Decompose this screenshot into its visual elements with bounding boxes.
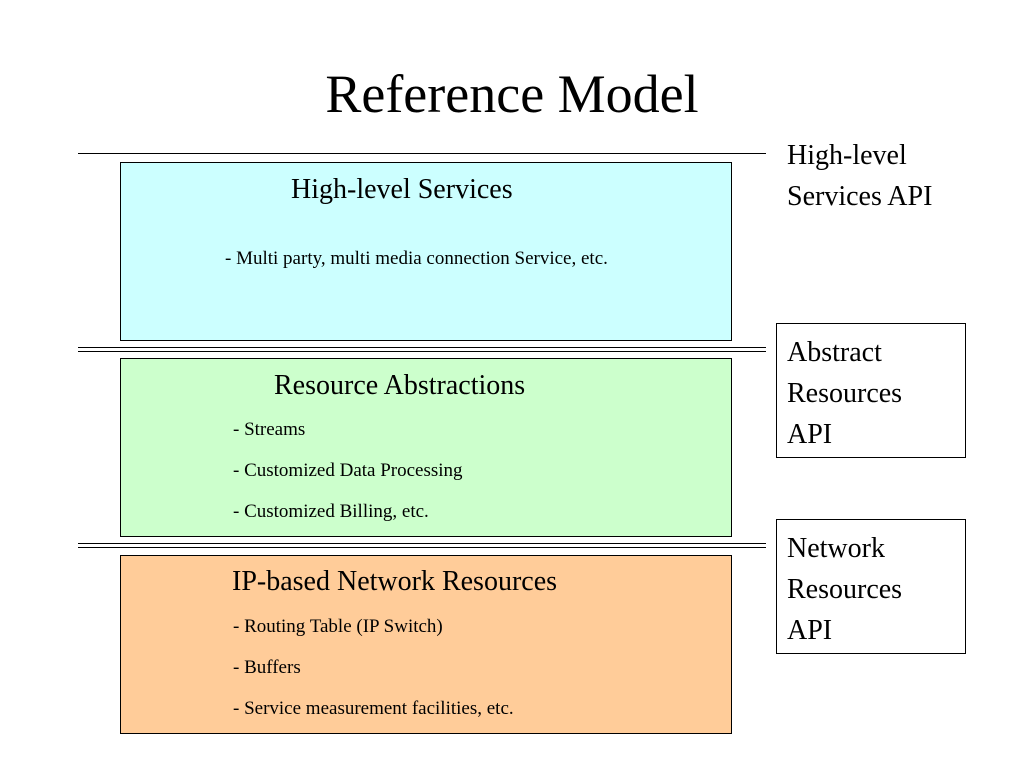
- layer-item: - Buffers: [233, 657, 301, 678]
- layer-network-resources: IP-based Network Resources - Routing Tab…: [120, 555, 732, 734]
- abstract-api-double-line: [78, 347, 766, 352]
- api-label-high-level-services: High-level Services API: [787, 140, 933, 212]
- layer-item: - Customized Data Processing: [233, 460, 463, 481]
- api-label-network-resources: Network Resources API: [787, 533, 903, 646]
- layer-item: - Customized Billing, etc.: [233, 501, 429, 522]
- layer-item: - Multi party, multi media connection Se…: [225, 248, 608, 269]
- layer-high-level-services: High-level Services - Multi party, multi…: [120, 162, 732, 341]
- layer-resource-abstractions: Resource Abstractions - Streams - Custom…: [120, 358, 732, 537]
- api-label-abstract-resources: Abstract Resources API: [787, 337, 903, 450]
- layer-items-high-level-services: - Multi party, multi media connection Se…: [225, 247, 608, 271]
- slide-title: Reference Model: [325, 64, 699, 124]
- layer-items-network-resources: - Routing Table (IP Switch) - Buffers - …: [233, 615, 514, 738]
- api-box-network-resources: Network Resources API: [776, 519, 966, 654]
- layer-item: - Routing Table (IP Switch): [233, 616, 443, 637]
- api-box-abstract-resources: Abstract Resources API: [776, 323, 966, 458]
- layer-title-network-resources: IP-based Network Resources: [232, 566, 558, 597]
- layer-item: - Streams: [233, 419, 306, 440]
- layer-title-high-level-services: High-level Services: [291, 174, 513, 205]
- layer-title-resource-abstractions: Resource Abstractions: [274, 370, 526, 401]
- network-api-double-line: [78, 543, 766, 548]
- layer-item: - Service measurement facilities, etc.: [233, 698, 514, 719]
- high-level-api-line: [78, 153, 766, 154]
- layer-items-resource-abstractions: - Streams - Customized Data Processing -…: [233, 418, 463, 541]
